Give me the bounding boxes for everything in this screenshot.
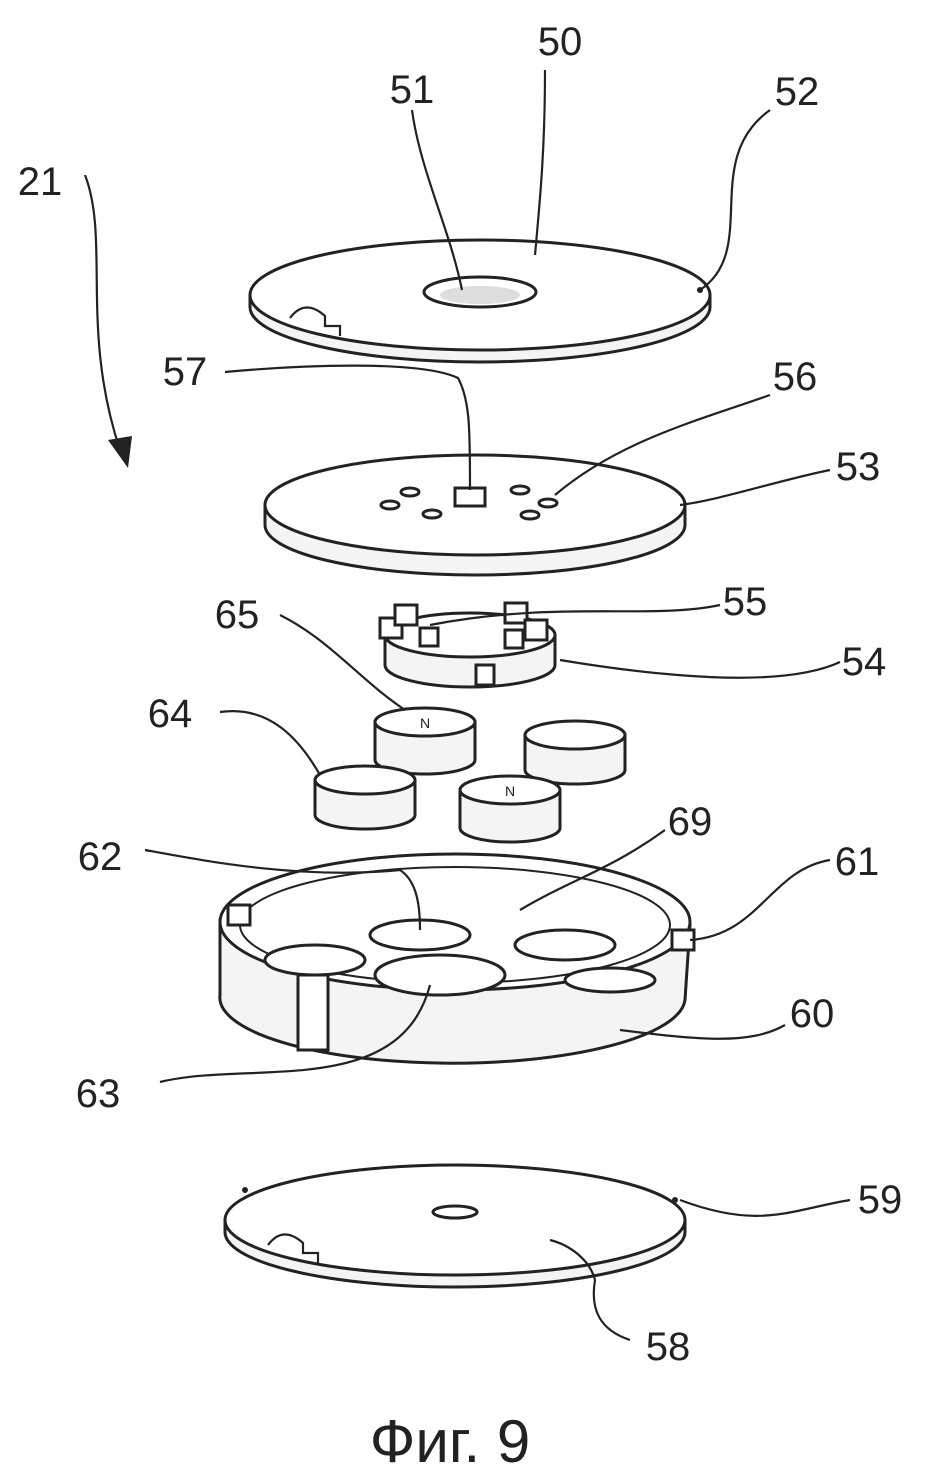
label-53: 53 [836,445,881,489]
label-65: 65 [215,593,260,637]
magnet-pole-mark: N [505,783,515,799]
magnet-64 [315,766,415,829]
magnets: N N [315,708,625,842]
label-57: 57 [163,350,208,394]
figure-caption: Фиг. 9 [370,1408,530,1475]
magnet-pole-mark: N [420,715,430,731]
label-55: 55 [723,580,768,624]
magnet-65: N [375,708,475,774]
label-62: 62 [78,835,123,879]
top-disk-50 [250,240,710,362]
ring-54 [380,603,555,687]
arrowhead-icon [108,436,132,468]
label-54: 54 [842,640,887,684]
housing-60 [220,854,694,1063]
label-59: 59 [858,1178,903,1222]
label-61: 61 [835,840,880,884]
magnet [525,721,625,784]
label-56: 56 [773,355,818,399]
bottom-disk-58 [225,1165,685,1287]
label-58: 58 [646,1325,691,1369]
label-52: 52 [775,70,820,114]
label-63: 63 [76,1072,121,1116]
label-50: 50 [538,20,583,64]
label-21: 21 [18,160,63,204]
label-64: 64 [148,692,193,736]
magnet: N [460,776,560,842]
disk-53 [265,455,685,575]
label-69: 69 [668,800,713,844]
label-51: 51 [390,68,435,112]
label-60: 60 [790,992,835,1036]
assembly-arrow-21 [85,175,132,468]
